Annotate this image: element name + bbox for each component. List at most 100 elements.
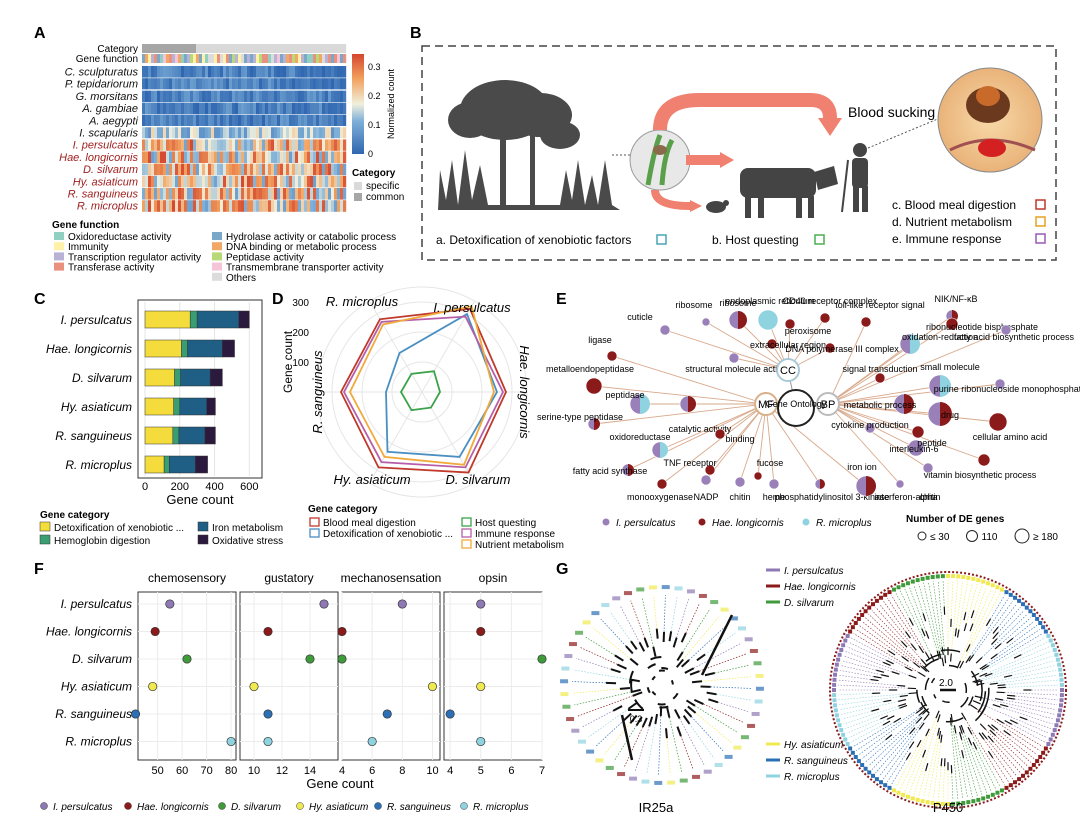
heatmap-cell xyxy=(244,127,248,139)
g-tree-branch xyxy=(683,708,693,718)
heatmap-cell xyxy=(292,127,296,139)
heatmap-cell xyxy=(184,200,188,212)
g-tree-leaf-tag xyxy=(915,578,920,583)
heatmap-cell xyxy=(253,188,257,200)
g-tree-branch xyxy=(980,687,990,715)
heatmap-cell xyxy=(238,200,242,212)
category-strip-cell xyxy=(151,44,155,53)
heatmap-cell xyxy=(145,151,149,163)
heatmap-cell xyxy=(220,78,224,90)
e-center-label: Gene Ontology xyxy=(766,399,827,409)
heatmap-cell xyxy=(157,139,161,151)
e-go-term-label: binding xyxy=(725,434,754,444)
heatmap-cell xyxy=(193,163,197,176)
g-tree-leaf-guide xyxy=(971,734,1001,788)
heatmap-cell xyxy=(232,139,236,151)
e-network-edge xyxy=(739,403,767,483)
c-species-label: I. persulcatus xyxy=(61,313,132,327)
e-go-term-label: chitin xyxy=(919,492,940,502)
heatmap-cell xyxy=(262,163,266,176)
heatmap-cell xyxy=(223,175,227,188)
f-data-point xyxy=(397,599,407,609)
g-tree-leaf-tag xyxy=(698,593,707,598)
g-tree-leaf-tag xyxy=(976,578,981,583)
heatmap-cell xyxy=(196,163,200,176)
heatmap-cell xyxy=(340,163,344,176)
heatmap-cell xyxy=(187,163,191,176)
heatmap-cell xyxy=(244,66,248,78)
heatmap-cell xyxy=(277,127,281,139)
category-strip-cell xyxy=(181,44,185,53)
heatmap-cell xyxy=(163,139,167,151)
heatmap-cell xyxy=(301,66,305,78)
heatmap-cell xyxy=(262,151,266,163)
g-tree-leaf-guide xyxy=(932,742,942,800)
g-tree-branch xyxy=(628,670,634,684)
g-tree-branch xyxy=(920,701,930,714)
g-tree-branch xyxy=(996,718,1004,724)
heatmap-cell xyxy=(232,90,236,102)
g-tree-leaf-tag xyxy=(582,620,591,625)
heatmap-cell xyxy=(220,188,224,200)
g-tree-leaf-tag xyxy=(837,652,842,657)
heatmap-cell xyxy=(211,200,215,212)
heatmap-cell xyxy=(262,66,266,78)
heatmap-cell xyxy=(184,78,188,90)
heatmap-cell xyxy=(295,200,299,212)
heatmap-cell xyxy=(280,163,284,176)
gene-function-strip-cell xyxy=(292,54,296,63)
g-tree-leaf-guide xyxy=(868,713,923,767)
heatmap-cell xyxy=(289,151,293,163)
g-tree-leaf-guide xyxy=(950,725,959,800)
heatmap-cell xyxy=(199,102,203,115)
heatmap-cell xyxy=(325,102,329,115)
heatmap-cell xyxy=(274,139,278,151)
heatmap-cell xyxy=(145,90,149,102)
heatmap-cell xyxy=(247,151,251,163)
heatmap-cell xyxy=(238,78,242,90)
e-go-term-node-slice xyxy=(904,394,914,414)
gene-function-strip-cell xyxy=(316,54,320,63)
g-tree-leaf-guide xyxy=(976,708,1040,751)
heatmap-cell xyxy=(142,139,146,151)
g-tree-branch xyxy=(898,703,907,707)
heatmap-cell xyxy=(319,78,323,90)
f-legend-marker xyxy=(40,802,48,810)
heatmap-cell xyxy=(142,163,146,176)
gene-function-strip-cell xyxy=(220,54,224,63)
heatmap-cell xyxy=(169,78,173,90)
heatmap-cell xyxy=(196,78,200,90)
heatmap-species-label: D. silvarum xyxy=(83,164,138,176)
d-legend-swatch xyxy=(461,528,472,538)
g-tree-leaf-guide xyxy=(841,710,872,720)
f-legend-label: D. silvarum xyxy=(231,802,281,813)
heatmap-cell xyxy=(178,175,182,188)
heatmap-species-label: G. morsitans xyxy=(76,91,139,103)
heatmap-cell xyxy=(169,127,173,139)
c-bar-segment xyxy=(178,426,206,445)
heatmap-cell xyxy=(241,102,245,115)
g-tree-branch xyxy=(647,663,656,670)
heatmap-cell xyxy=(247,127,251,139)
heatmap-cell xyxy=(322,102,326,115)
heatmap-cell xyxy=(316,139,320,151)
heatmap-cell xyxy=(274,78,278,90)
f-facet-frame xyxy=(137,591,237,761)
gene-function-strip-cell xyxy=(163,54,167,63)
heatmap-cell xyxy=(181,90,185,102)
heatmap-cell xyxy=(343,66,347,78)
c-species-label: D. silvarum xyxy=(72,371,132,385)
g-tree-branch xyxy=(1004,719,1013,725)
heatmap-cell xyxy=(190,127,194,139)
heatmap-cell xyxy=(262,127,266,139)
heatmap-cell xyxy=(328,188,332,200)
heatmap-cell xyxy=(235,163,239,176)
c-bar-segment xyxy=(180,368,211,387)
g-tree-leaf-guide xyxy=(600,618,627,647)
g-tree-branch xyxy=(675,658,684,668)
panel-letter-a: A xyxy=(34,25,46,42)
arrow-head-blood xyxy=(818,118,842,136)
heatmap-cell xyxy=(172,90,176,102)
heatmap-cell xyxy=(184,188,188,200)
gene-function-strip-cell xyxy=(190,54,194,63)
